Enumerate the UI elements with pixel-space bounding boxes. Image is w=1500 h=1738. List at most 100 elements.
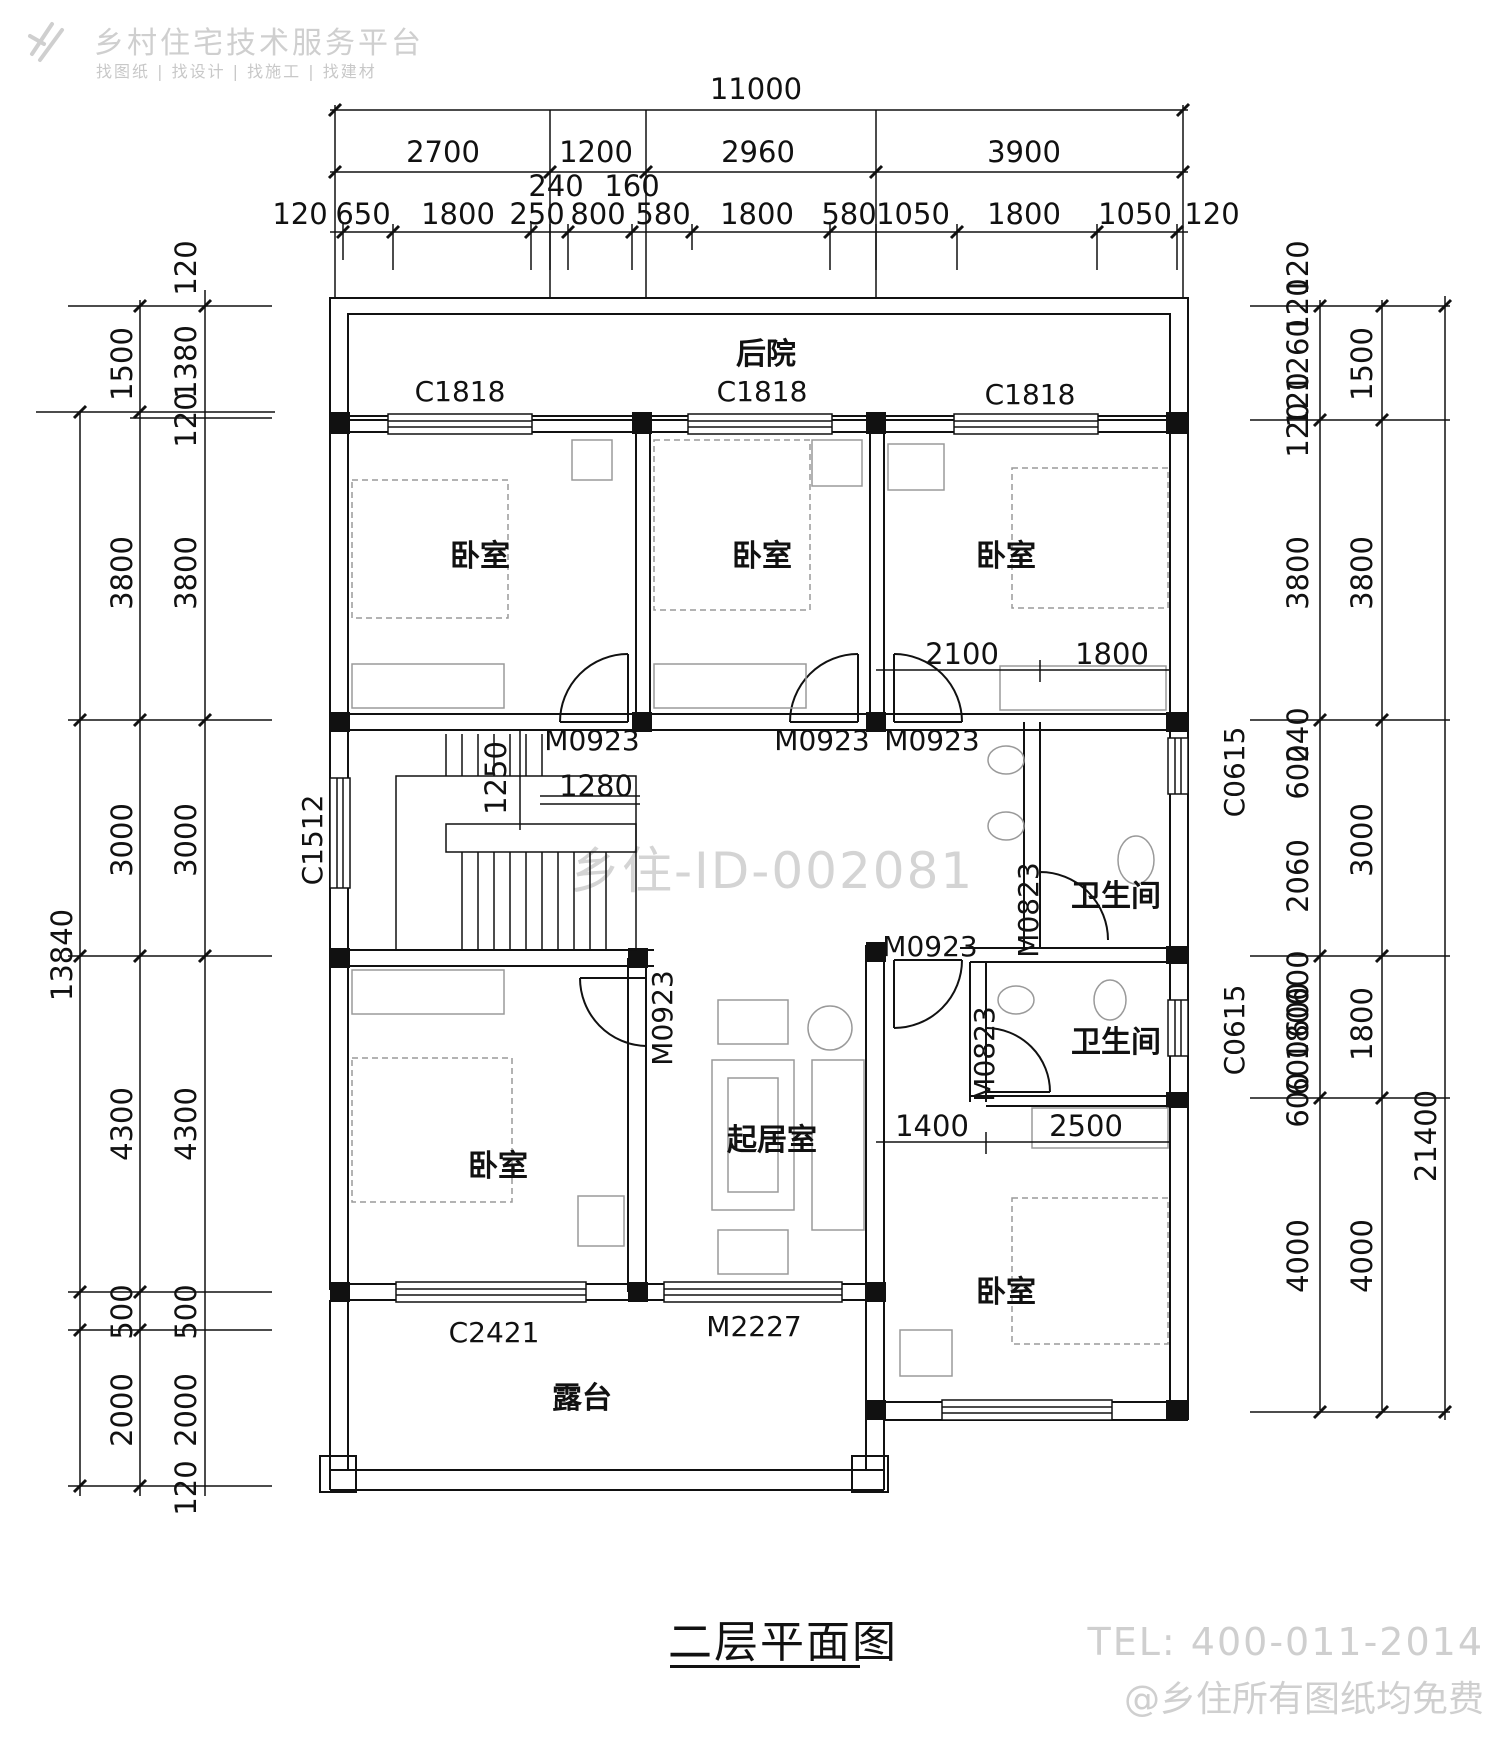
dim-top2-9: 1050 [876,197,950,231]
dim-top1-a: 2700 [406,135,480,169]
doors [559,653,1109,1093]
dim-top2-2: 650 [335,197,390,231]
brand-logo-icon [28,22,64,62]
dim-rightin-2: 120 [1281,278,1315,333]
dim-rightin-15: 4000 [1281,1219,1315,1293]
structural-columns [330,412,1188,1420]
left-dimensions [36,290,275,1496]
room-bedroom-1: 卧室 [450,539,510,574]
window-label-c0615-2: C0615 [1218,985,1251,1076]
staircase [395,730,640,951]
dim-top1-c: 2960 [721,135,795,169]
dim-top2-6: 580 [635,197,690,231]
terrace-outline [319,1300,889,1493]
top-dimension-ticks [327,102,1191,240]
room-bathroom-2: 卫生间 [1071,1025,1161,1060]
dim-inner-1280: 1280 [559,769,633,803]
dim-top2-8: 580 [821,197,876,231]
dim-left-6: 2000 [105,1373,139,1447]
dim-top2-1: 120 [272,197,327,231]
dim-rightin-10: 600 [1281,950,1315,1005]
room-bedroom-3: 卧室 [976,539,1036,574]
room-bedroom-5: 卧室 [976,1275,1036,1310]
door-label-m0923-2: M0923 [774,724,869,757]
door-label-m0923-5: M0923 [646,970,679,1065]
dim-rightin-14: 600 [1281,1072,1315,1127]
dim-right-2: 3800 [1345,536,1379,610]
window-label-c2421: C2421 [449,1316,540,1349]
room-bedroom-2: 卧室 [732,539,792,574]
furniture [351,439,1169,1377]
dim-rightin-8: 240 [1281,707,1315,762]
watermark-id: 乡住-ID-002081 [570,842,974,900]
dim-right-total: 21400 [1409,1090,1443,1182]
dim-rightin-3: 1260 [1281,319,1315,393]
free-drawings-note: @乡住所有图纸均免费 [1123,1679,1484,1720]
dim-total-width: 11000 [710,72,802,106]
dim-rightin-6: 3800 [1281,536,1315,610]
dim-top1-e: 240 [528,169,583,203]
room-living-room: 起居室 [727,1123,817,1158]
door-label-m0923-1: M0923 [544,724,639,757]
dim-right-4: 1800 [1345,987,1379,1061]
right-dimension-ticks [1312,298,1453,1420]
door-label-m0823-1: M0823 [1012,862,1045,957]
room-back-yard: 后院 [736,337,796,372]
drawing-title: 二层平面图 [668,1617,898,1668]
dim-top2-3: 1800 [421,197,495,231]
interior-dimensions [540,660,1170,1154]
brand-name: 乡村住宅技术服务平台 [94,26,424,61]
door-label-m0823-2: M0823 [968,1006,1001,1101]
dim-leftin-5: 3000 [169,803,203,877]
dim-leftin-4: 3800 [169,536,203,610]
dim-leftin-7: 500 [169,1284,203,1339]
dim-rightin-4: 120 [1281,372,1315,427]
dim-rightin-12: 1800 [1281,987,1315,1061]
dim-rightin-9: 2060 [1281,839,1315,913]
windows [329,413,1189,1421]
dim-leftin-2: 1380 [169,325,203,399]
brand-logo: 乡村住宅技术服务平台 找图纸 | 找设计 | 找施工 | 找建材 [22,14,421,81]
room-bathroom-1: 卫生间 [1071,879,1161,914]
dim-rightin-5: 120 [1281,402,1315,457]
dim-leftin-6: 4300 [169,1087,203,1161]
dim-left-1: 1500 [105,327,139,401]
dim-top2-11: 1050 [1098,197,1172,231]
dim-inner-2500: 2500 [1049,1109,1123,1143]
window-label-c0615-1: C0615 [1218,727,1251,818]
dim-inner-1400: 1400 [895,1109,969,1143]
dim-rightin-11: 600 [1281,982,1315,1037]
dim-top1-d: 3900 [987,135,1061,169]
door-label-m0923-3: M0923 [884,724,979,757]
dim-left-4: 4300 [105,1087,139,1161]
window-label-c1818-2: C1818 [717,375,808,408]
dim-top1-f: 160 [604,169,659,203]
room-terrace: 露台 [552,1381,612,1416]
dim-left-2: 3800 [105,536,139,610]
room-bedroom-4: 卧室 [468,1149,528,1184]
dim-right-1: 1500 [1345,327,1379,401]
dim-left-3: 3000 [105,803,139,877]
right-dimensions [1250,296,1450,1420]
dim-leftin-8: 2000 [169,1373,203,1447]
left-dimension-ticks [72,298,213,1494]
dim-top2-5: 800 [570,197,625,231]
dim-inner-1250: 1250 [479,741,513,815]
walls [329,415,1189,1421]
dim-inner-2100: 2100 [925,637,999,671]
window-label-c1818-1: C1818 [415,375,506,408]
contact-phone: TEL: 400-011-2014 [1087,1620,1484,1664]
window-label-c1512: C1512 [296,795,329,886]
window-label-c1818-3: C1818 [985,378,1076,411]
dim-right-3: 3000 [1345,803,1379,877]
door-label-m0923-4: M0923 [882,930,977,963]
dim-rightin-1: 120 [1281,240,1315,295]
title-underline [670,1665,860,1668]
dim-top2-7: 1800 [720,197,794,231]
door-label-m2227: M2227 [706,1310,801,1343]
dim-rightin-13: 600 [1281,1040,1315,1095]
dim-right-5: 4000 [1345,1219,1379,1293]
dim-left-5: 500 [105,1284,139,1339]
